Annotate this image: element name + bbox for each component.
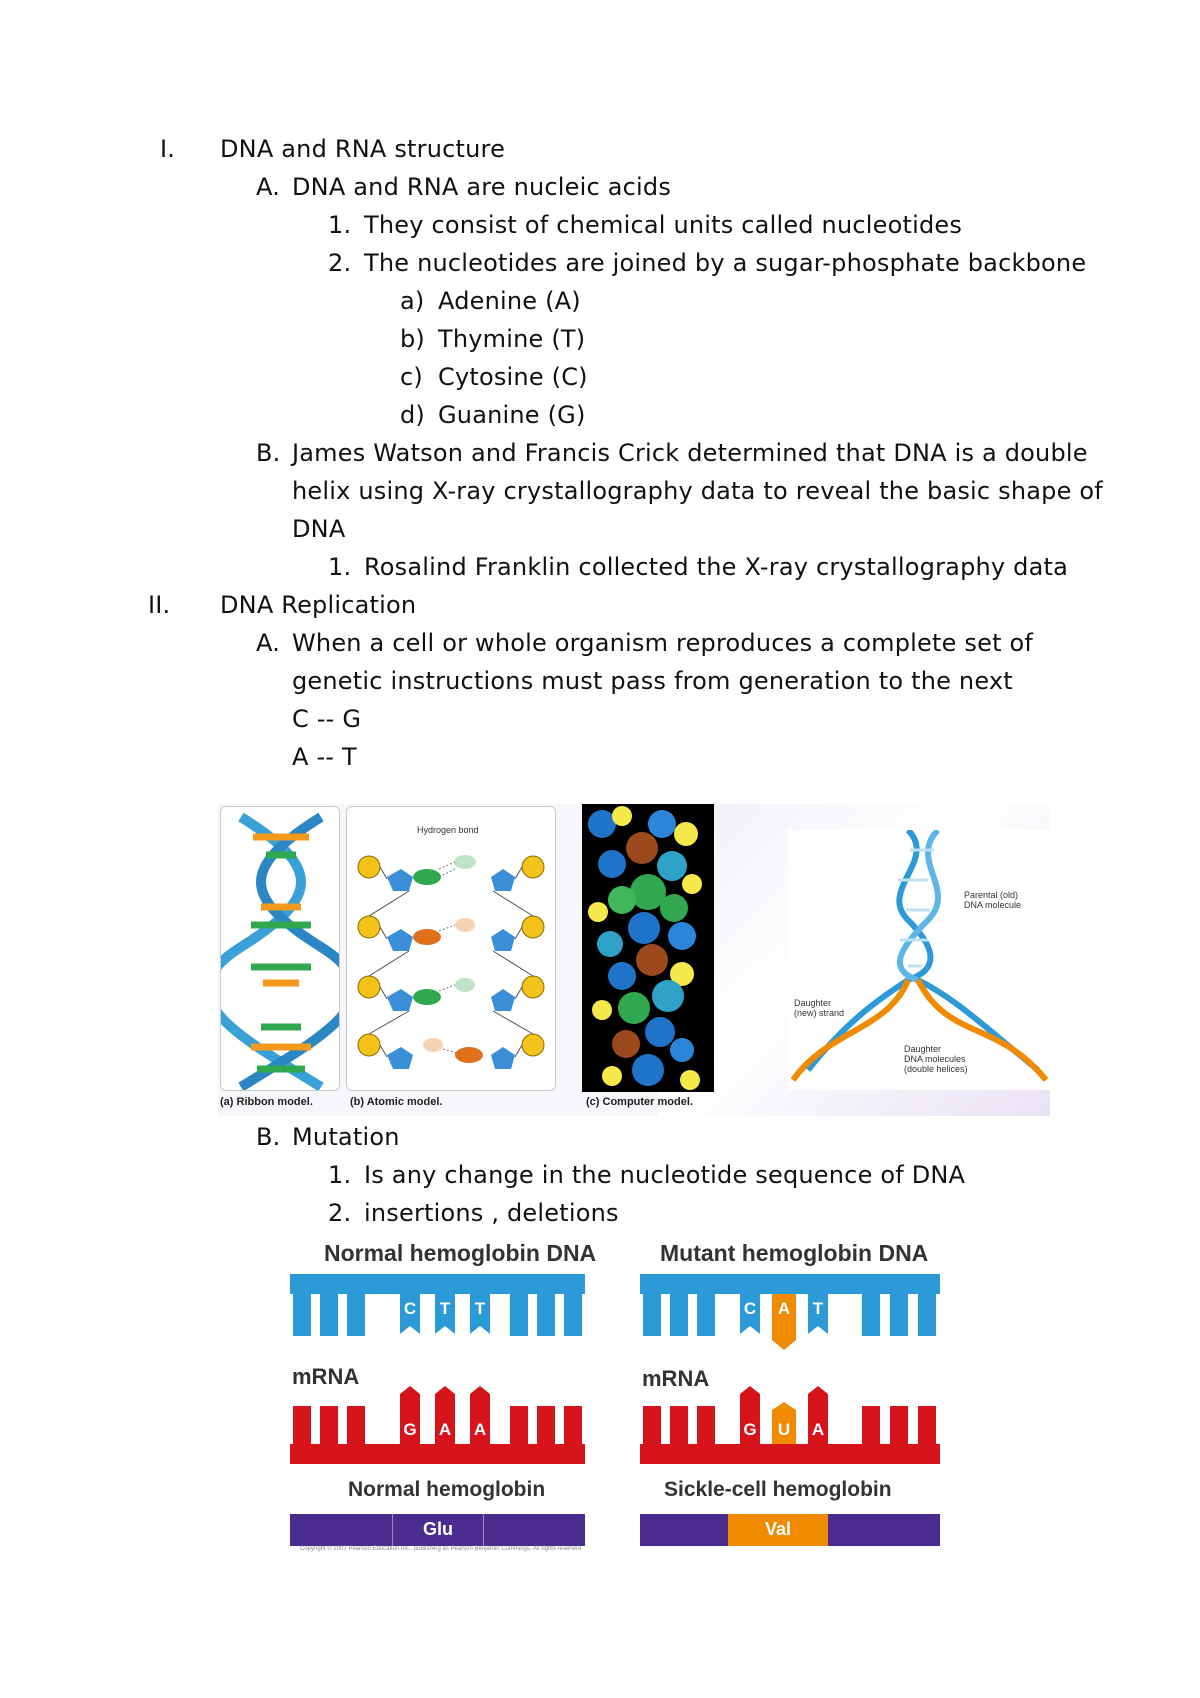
item-1A-number: A. [256, 173, 281, 201]
daughter-molecules-label-line1: Daughter [904, 1044, 942, 1054]
daughter-strand-label-line2: (new) strand [794, 1008, 845, 1018]
item-2A-number: A. [256, 629, 281, 657]
mutant-dna-base-2: A [777, 1299, 791, 1318]
normal-dna-base-3: T [474, 1299, 486, 1318]
mutant-dna-base-3: T [812, 1299, 824, 1318]
item-2B-number: B. [256, 1123, 281, 1151]
normal-mrna-base-1: G [403, 1420, 417, 1439]
item-1A2-number: 2. [328, 249, 352, 277]
normal-mrna-base-3: A [473, 1420, 487, 1439]
hydrogen-bond-label: Hydrogen bond [417, 825, 479, 835]
item-2B1-text: Is any change in the nucleotide sequence… [364, 1161, 966, 1189]
replication-panel: Parental (old) DNA molecule Daughter (ne… [788, 827, 1050, 1090]
ribbon-model-panel [218, 806, 360, 1092]
normal-protein-label: Normal hemoglobin [348, 1478, 546, 1501]
atomic-model-panel: Hydrogen bond [346, 806, 556, 1091]
mutant-dna-base-1: C [743, 1299, 757, 1318]
daughter-molecules-label-line2: DNA molecules [904, 1054, 966, 1064]
normal-dna-base-1: C [403, 1299, 417, 1318]
item-a-text: Adenine (A) [438, 287, 581, 315]
ribbon-helix-illustration [218, 812, 360, 1092]
mutant-mrna-base-3: A [811, 1420, 825, 1439]
item-2B1-number: 1. [328, 1161, 352, 1189]
item-1B-number: B. [256, 439, 281, 467]
section-1-heading: DNA and RNA structure [220, 135, 506, 163]
item-1A2-text: The nucleotides are joined by a sugar-ph… [364, 249, 1087, 277]
base-pair-cg: C -- G [292, 705, 362, 733]
item-d-number: d) [400, 401, 425, 429]
item-c-text: Cytosine (C) [438, 363, 588, 391]
dna-models-figure: Hydrogen bond [218, 804, 1050, 1116]
mutant-amino-acid: Val [764, 1519, 792, 1539]
item-1B1-number: 1. [328, 553, 352, 581]
parental-label-line1: Parental (old) [964, 890, 1019, 900]
item-1A1-number: 1. [328, 211, 352, 239]
item-1A1-text: They consist of chemical units called nu… [364, 211, 963, 239]
mutant-mrna-base-1: G [743, 1420, 757, 1439]
computer-model-caption: (c) Computer model. [586, 1096, 693, 1108]
space-filling-model-illustration [588, 806, 702, 1090]
item-1B-line3: DNA [292, 515, 346, 543]
item-b-number: b) [400, 325, 425, 353]
replication-illustration [790, 827, 1049, 1082]
section-2-heading: DNA Replication [220, 591, 417, 619]
mutant-protein-bar: Val [640, 1514, 940, 1546]
normal-mrna-label: mRNA [292, 1364, 360, 1389]
mutant-dna-title: Mutant hemoglobin DNA [660, 1240, 929, 1266]
mutant-mrna-strand [640, 1386, 940, 1464]
mutant-dna-strand [640, 1274, 940, 1350]
mutant-mrna-label: mRNA [642, 1366, 710, 1391]
normal-amino-acid: Glu [423, 1519, 453, 1539]
normal-mrna-strand [290, 1386, 585, 1464]
figure-copyright: Copyright © 2007 Pearson Education Inc.,… [300, 1546, 583, 1552]
normal-mrna-base-2: A [438, 1420, 452, 1439]
atomic-model-illustration [357, 855, 545, 1069]
daughter-strand-label-line1: Daughter [794, 998, 832, 1008]
item-2B2-text: insertions , deletions [364, 1199, 619, 1227]
section-1-number: I. [160, 135, 176, 163]
mutant-mrna-base-2: U [777, 1420, 791, 1439]
daughter-molecules-label-line3: (double helices) [904, 1064, 968, 1074]
atomic-model-caption: (b) Atomic model. [350, 1096, 443, 1108]
item-2A-line2: genetic instructions must pass from gene… [292, 667, 1013, 695]
normal-dna-base-2: T [439, 1299, 451, 1318]
item-1B-line1: James Watson and Francis Crick determine… [292, 439, 1088, 467]
item-b-text: Thymine (T) [438, 325, 586, 353]
normal-dna-title: Normal hemoglobin DNA [324, 1240, 597, 1266]
item-1A-text: DNA and RNA are nucleic acids [292, 173, 672, 201]
item-2B-text: Mutation [292, 1123, 400, 1151]
ribbon-model-caption: (a) Ribbon model. [220, 1096, 313, 1108]
item-1B-line2: helix using X-ray crystallography data t… [292, 477, 1103, 505]
mutant-amino-acid-box: Val [728, 1514, 828, 1546]
parental-label-line2: DNA molecule [964, 900, 1022, 910]
item-1B1-text: Rosalind Franklin collected the X-ray cr… [364, 553, 1069, 581]
item-2A-line1: When a cell or whole organism reproduces… [292, 629, 1034, 657]
normal-amino-acid-box: Glu [392, 1514, 484, 1546]
normal-dna-strand [290, 1274, 585, 1336]
item-d-text: Guanine (G) [438, 401, 586, 429]
base-pair-at: A -- T [292, 743, 357, 771]
sickle-cell-figure: Normal hemoglobin DNA C T T mRNA G A A N… [290, 1234, 940, 1552]
mutant-protein-label: Sickle-cell hemoglobin [664, 1478, 892, 1501]
normal-protein-bar: Glu [290, 1514, 585, 1546]
item-c-number: c) [400, 363, 423, 391]
computer-model-panel [582, 804, 714, 1092]
item-a-number: a) [400, 287, 425, 315]
item-2B2-number: 2. [328, 1199, 352, 1227]
section-2-number: II. [148, 591, 171, 619]
